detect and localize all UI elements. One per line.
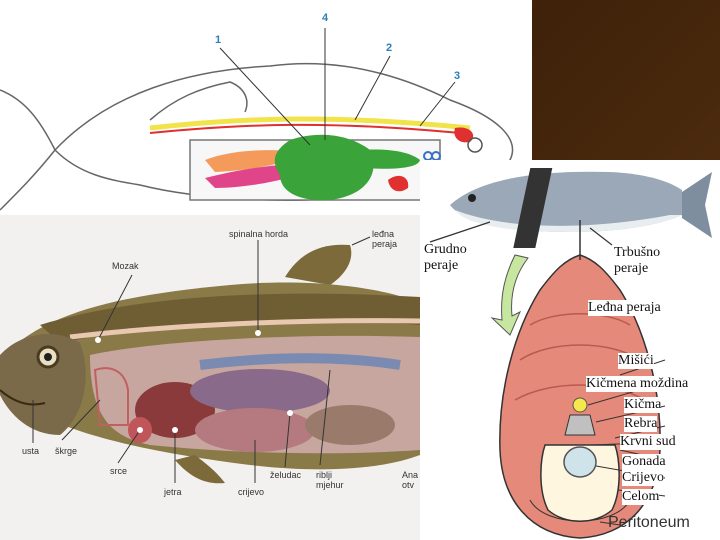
trout-pupil [44, 353, 52, 361]
label-skrge: škrge [55, 446, 78, 456]
label-krvni-sud: Krvni sud [620, 434, 676, 450]
label-rebra: Rebra [624, 416, 658, 432]
swim-bladder-tube [199, 353, 401, 370]
intestine [274, 134, 374, 201]
spinal-cord-dot [572, 397, 588, 413]
label-zeludac: želudac [270, 470, 302, 480]
spinal-cord [69, 318, 420, 340]
trout-dissection-illustration: Mozak spinalna horda leđna peraja usta š… [0, 215, 420, 540]
trout-svg [0, 236, 420, 484]
label-peritoneum: Peritoneum [608, 514, 690, 531]
label-celom: Celom [622, 489, 660, 505]
dorsal-fin-outline [149, 81, 248, 121]
label-kicmena-mozdina: Kičmena moždina [586, 376, 689, 392]
stomach [360, 149, 420, 169]
leader-line-2 [354, 55, 391, 121]
label-number-1: 1 [215, 34, 222, 46]
trout-back-skin [40, 293, 420, 343]
label-analni-otvor: Ana otv [402, 470, 419, 490]
fish-anatomy-line-diagram: 4 1 2 3 [0, 0, 532, 215]
label-ledna-peraja: leđna peraja [372, 229, 398, 249]
pectoral-fin-leader [429, 221, 491, 243]
leader-line-1 [219, 47, 311, 146]
intestine-organ [195, 408, 315, 452]
salmon-belly [455, 210, 682, 232]
label-misici: Mišići [618, 353, 654, 369]
label-usta: usta [22, 446, 40, 456]
eye-outline [467, 137, 483, 153]
marker-dot [95, 337, 101, 343]
stomach-organ [190, 369, 330, 413]
cut-slab [513, 168, 553, 248]
heart [388, 175, 409, 192]
spinal-cord-line [149, 116, 471, 131]
marker-dot [172, 427, 178, 433]
label-number-4: 4 [322, 12, 329, 24]
fish-outline-svg [0, 28, 514, 211]
fish-body-outline [53, 62, 514, 201]
label-number-3: 3 [454, 70, 461, 82]
label-crijevo: Crijevo [622, 470, 664, 486]
label-crijevo: crijevo [238, 487, 265, 497]
label-number-2: 2 [386, 42, 393, 54]
intestine-section [563, 446, 597, 478]
trout-pelvic-fin [175, 455, 225, 484]
trout-dorsal-fin [285, 244, 352, 285]
label-grudno-peraje: Grudno peraje [424, 242, 467, 273]
trout-head [0, 333, 86, 435]
label-spinalna-horda: spinalna horda [229, 229, 289, 239]
gills [93, 367, 129, 426]
leader-peritoneum [599, 521, 621, 526]
leader-skrge [61, 399, 101, 441]
leader-line-3 [419, 81, 456, 127]
tail-fin-outline [0, 89, 56, 211]
label-trbusno-peraje: Trbušno peraje [614, 245, 661, 276]
down-arrow [490, 254, 529, 336]
marker-dot [255, 330, 261, 336]
peritoneum-line [529, 499, 631, 522]
head-organ [454, 127, 474, 143]
leader-srce [117, 429, 141, 464]
salmon-eye [468, 194, 476, 202]
gonad-organ [305, 405, 395, 445]
vertebra [564, 414, 596, 436]
cross-section-svg [429, 168, 712, 539]
label-riblji-mjehur: riblji mjehur [316, 470, 344, 490]
fish-cross-section-diagram: Grudno peraje Trbušno peraje Leđna peraj… [420, 160, 720, 540]
salmon-body [450, 171, 682, 232]
leader-zeludac [284, 412, 291, 468]
label-gonada: Gonada [622, 454, 666, 470]
marker-dot [287, 410, 293, 416]
salmon-tail [682, 172, 712, 238]
leader-mjehur [319, 369, 331, 466]
label-srce: srce [110, 466, 128, 476]
label-mozak: Mozak [112, 261, 139, 271]
trout-mouth [0, 389, 46, 406]
leader-ledna [351, 236, 371, 246]
label-ledna-peraja: Leđna peraja [588, 300, 661, 316]
pelvic-fin-leader [589, 227, 613, 246]
label-jetra: jetra [164, 487, 182, 497]
marker-dot [137, 427, 143, 433]
leader-mozak [97, 274, 133, 341]
label-kicma: Kičma [624, 397, 662, 413]
